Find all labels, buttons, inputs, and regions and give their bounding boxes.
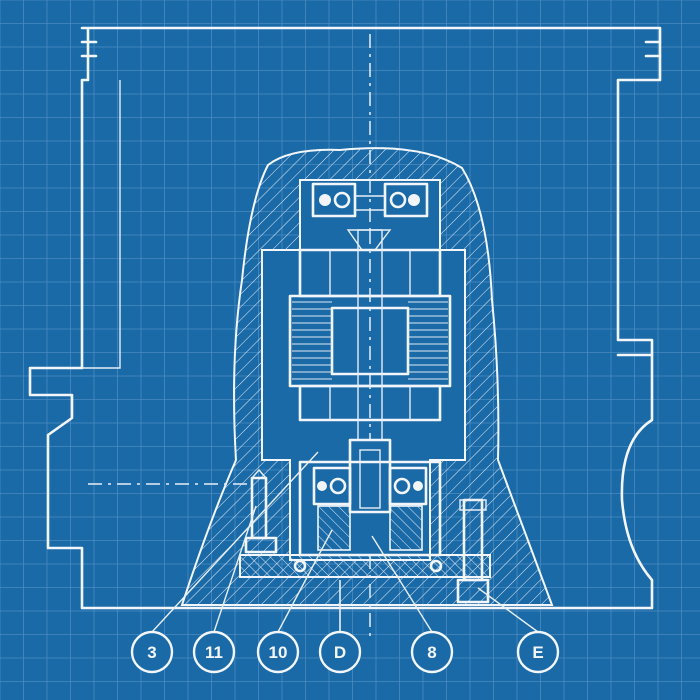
upper-bearing-right: [383, 182, 429, 218]
lower-bearing-right: [388, 466, 428, 506]
lower-bearing-left: [312, 466, 352, 506]
callout-d: D: [318, 580, 362, 674]
callout-leader: [151, 451, 319, 633]
callout-label: D: [334, 643, 346, 662]
housing-top-left-notch: [80, 40, 98, 58]
callout-circle: [130, 630, 174, 674]
callout-label: 8: [427, 643, 436, 662]
seal-right: [389, 505, 423, 551]
callout-circle: [192, 630, 236, 674]
right-bolt: [456, 498, 490, 604]
callout-circle: [256, 630, 300, 674]
callout-label: 10: [269, 643, 288, 662]
callout-group: 3 11 10 D 8 E: [130, 451, 560, 674]
callout-leader: [277, 529, 333, 633]
callout-e: E: [477, 587, 560, 674]
callout-10: 10: [256, 529, 333, 674]
callout-label: 11: [205, 643, 223, 662]
callout-leader: [477, 587, 539, 633]
callout-label: E: [532, 643, 543, 662]
callout-circle: [410, 630, 454, 674]
callout-circle: [318, 630, 362, 674]
housing-outline: [28, 26, 662, 610]
callout-leader: [371, 535, 433, 633]
callout-circle: [516, 630, 560, 674]
callout-8: 8: [371, 535, 454, 674]
callout-leader: [213, 505, 257, 633]
housing-top-right-notch: [644, 40, 662, 58]
callout-3: 3: [130, 451, 319, 674]
callout-11: 11: [192, 505, 257, 674]
upper-bearing-left: [311, 182, 357, 218]
seal-left: [317, 505, 351, 551]
callout-label: 3: [147, 643, 156, 662]
housing-inner-left: [82, 80, 121, 369]
base-plate: [239, 554, 491, 578]
